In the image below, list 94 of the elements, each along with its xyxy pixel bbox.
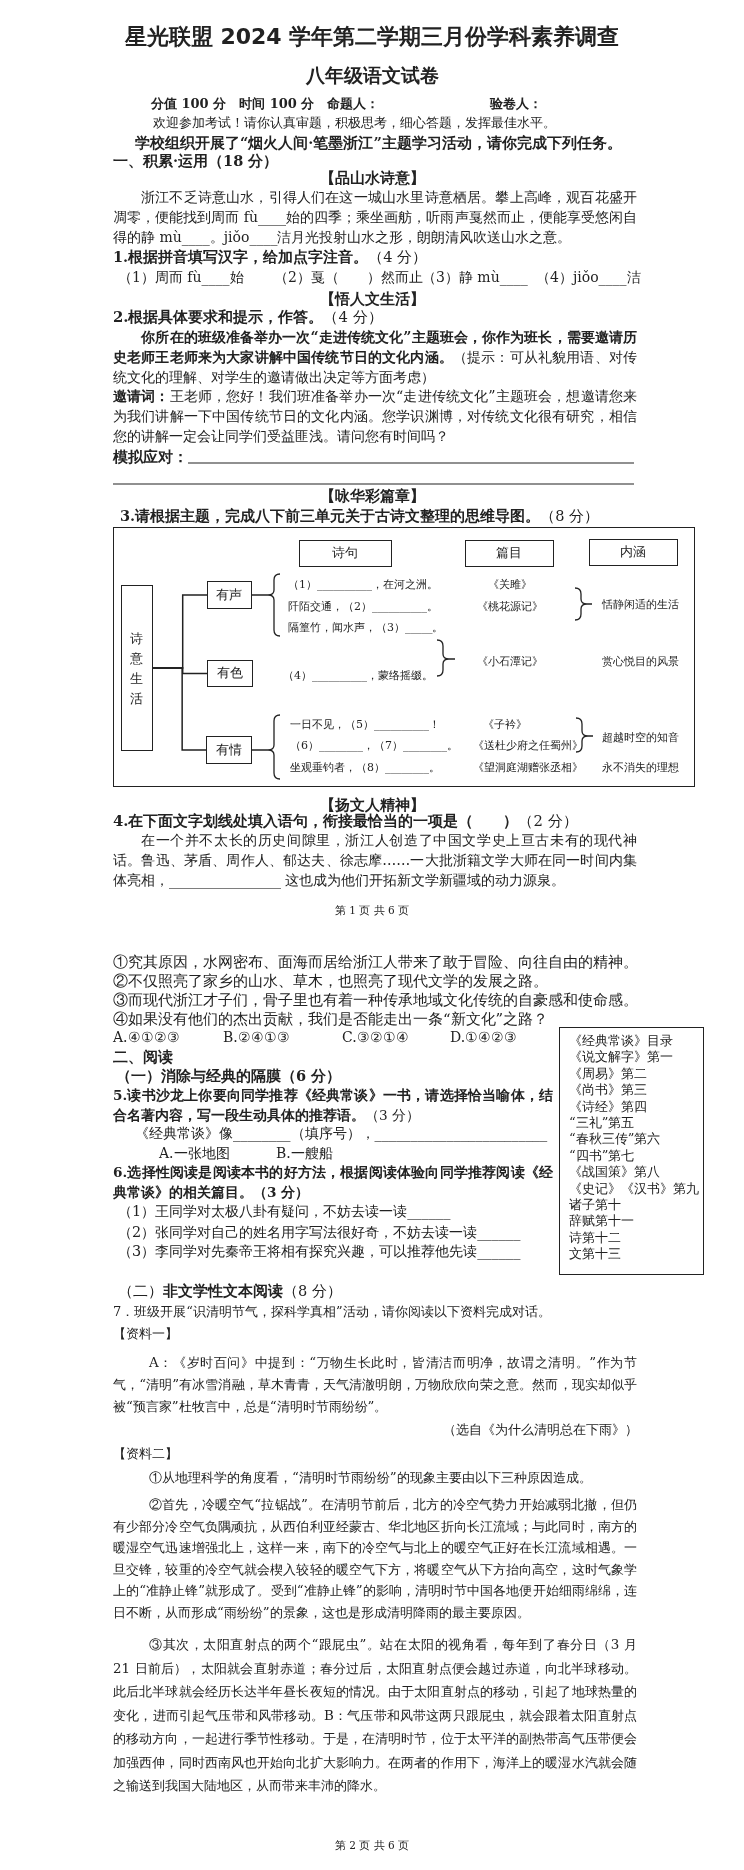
- question-text: （2）戛（ ）然而止: [274, 268, 423, 287]
- exam-info: 验卷人：: [490, 95, 542, 113]
- section-heading: 【悟人文生活】: [319, 288, 425, 308]
- mind-map-text: 《望洞庭湖赠张丞相》: [473, 759, 583, 775]
- paragraph: ②首先，冷暖空气“拉锯战”。在清明节前后，北方的冷空气势力开始减弱北撤，但仍有少部分冷空气负隅顽抗，从西伯利亚经蒙古、华北地区折向长江流域；与此同时，南方的暖湿空气迅速增强北上，这样一来，南下的冷空气与北上的暖空气正好在长江流域相遇。一旦交锋，较重的冷空气就会楔入较轻的暖空气下方，将暖空气从下方抬向高空，这时气象学上的“准静止锋”就形成了。受到“准静止锋”的影响，清明时节中国各地便开始细雨绵绵，连日不断，从而形成“雨纷纷”的景象，这也是形成清明降雨的最主要原因。: [113, 1496, 637, 1622]
- section-heading: 【扬文人精神】: [319, 794, 425, 814]
- section-heading: （一）消除与经典的隔膜（6 分）: [116, 1065, 342, 1085]
- question-text: 1.根据拼音填写汉字，给加点字注音。（4 分）: [113, 247, 427, 267]
- section-heading: 一、积累·运用（18 分）: [113, 151, 279, 170]
- contents-entry: 诗第十二: [569, 1229, 621, 1247]
- mind-map-text: 一日不见，（5）__________！: [290, 716, 440, 732]
- question-text: （3）李同学对先秦帝王将相有探究兴趣，可以推荐他先读______: [118, 1242, 521, 1261]
- contents-entry: 诸子第十: [569, 1197, 621, 1214]
- paragraph: 你所在的班级准备举办一次“走进传统文化”主题班会，你作为班长，需要邀请历史老师王老师来为大家讲解中国传统节日的文化内涵。（提示：可从礼貌用语、对传统文化的理解、对学生的邀请做出决定等方面考虑）: [113, 328, 637, 387]
- option-text: B.②④①③: [223, 1027, 290, 1047]
- contents-entry: 《经典常谈》目录: [569, 1033, 673, 1050]
- paragraph: 邀请词：王老师，您好！我们班准备举办一次“走进传统文化”主题班会，想邀请您来为我们讲解一下中国传统节日的文化内涵。您学识渊博，对传统文化很有研究，相信您的讲解一定会让同学们受益匪浅。请问您有时间吗？: [113, 387, 637, 446]
- source-note: （选自《为什么清明总在下雨》）: [443, 1421, 638, 1439]
- topic-box: 诗意生活: [120, 584, 153, 751]
- page-number: 第 1 页 共 6 页: [334, 903, 410, 917]
- option-text: A.④①②③: [113, 1027, 180, 1047]
- paragraph: ③其次，太阳直射点的两个“跟屁虫”。站在太阳的视角看，每年到了春分日（3 月 21 日前后），太阳就会直射赤道；春分过后，太阳直射点便会越过赤道，向北半球移动。此后北半球就会经历长达半年昼长夜短的情况。由于太阳直射点的移动，引起了地球热量的变化，进而引起气压带和风带移动。B：气压带和风带这两只跟屁虫，就会跟着太阳直射点的移动方向，一起进行季节性移动。于是，在清明时节，位于太平洋的副热带高气压带便会加强西伸，同时西南风也开始向北扩大影响力。在两者的作用下，海洋上的暖湿水汽就会随之输送到我国大陆地区，从而带来丰沛的降水。: [113, 1636, 637, 1796]
- mind-map-text: 赏心悦目的风景: [602, 653, 679, 669]
- column-heading: 篇目: [464, 539, 554, 567]
- contents-entry: 《说文解字》第一: [569, 1049, 673, 1066]
- sentence-option: ③而现代浙江才子们，骨子里也有着一种传承地域文化传统的自豪感和使命感。: [113, 989, 638, 1009]
- sentence-option: ①究其原因，水网密布、面海而居给浙江人带来了敢于冒险、向往自由的精神。: [113, 951, 638, 971]
- mind-map-text: 《送杜少府之任蜀州》: [473, 737, 583, 753]
- exam-info: 分值 100 分 时间 100 分 命题人：: [151, 95, 380, 113]
- column-heading: 诗句: [298, 539, 392, 567]
- instruction-text: 欢迎参加考试！请你认真审题，积极思考，细心答题，发挥最佳水平。: [153, 114, 556, 132]
- mind-map-text: 恬静闲适的生活: [602, 596, 679, 612]
- question-text: 7．班级开展“识清明节气，探科学真相”活动，请你阅读以下资料完成对话。: [113, 1303, 551, 1321]
- mind-map-text: 《小石潭记》: [477, 653, 543, 669]
- mind-map-frame: [113, 527, 695, 787]
- contents-entry: 《尚书》第三: [569, 1082, 647, 1099]
- question-text: 5.读书沙龙上你要向同学推荐《经典常谈》一书，请选择恰当喻体，结合名著内容，写一段生动具体的推荐语。（3 分）: [113, 1086, 553, 1125]
- topic-box: 有色: [206, 659, 253, 687]
- option-text: C.③②①④: [342, 1027, 409, 1047]
- answer-prompt: 模拟应对：: [113, 447, 188, 467]
- contents-entry: 《诗经》第四: [569, 1098, 647, 1116]
- mind-map-text: 坐观垂钓者，（8）________。: [290, 759, 440, 775]
- section-heading: 二、阅读: [113, 1046, 173, 1066]
- paragraph: A：《岁时百问》中提到：“万物生长此时，皆清洁而明净，故谓之清明。”作为节气，“清明”有冰雪消融，草木青青，天气清澈明朗，万物欣欣向荣之意。然而，现实却似乎被“预言家”杜牧言中，总是“清明时节雨纷纷”。: [113, 1354, 637, 1416]
- contents-entry: “三礼”第五: [569, 1115, 635, 1132]
- mind-map-text: （4）__________，蒙络摇缀。: [283, 667, 433, 683]
- mind-map-text: 《关雎》: [488, 576, 532, 592]
- contents-entry: 《史记》《汉书》第九: [569, 1180, 699, 1198]
- mind-map-text: 阡陌交通，（2）__________。: [288, 598, 438, 614]
- question-text: （3）静 mù____: [422, 268, 528, 287]
- exam-subtitle: 八年级语文试卷: [305, 63, 439, 87]
- option-text: B.一艘船: [276, 1143, 333, 1163]
- task-intro: 学校组织开展了“烟火人间·笔墨浙江”主题学习活动，请你完成下列任务。: [135, 132, 622, 152]
- contents-entry: 《战国策》第八: [569, 1164, 660, 1181]
- mind-map-text: 永不消失的理想: [602, 759, 679, 775]
- topic-box: 有情: [205, 735, 252, 764]
- sentence-option: ②不仅照亮了家乡的山水、草木，也照亮了现代文学的发展之路。: [113, 970, 548, 990]
- mind-map-text: （1）__________，在河之洲。: [288, 576, 438, 592]
- contents-entry: “四书”第七: [569, 1147, 635, 1165]
- section-heading: （二）非文学性文本阅读（8 分）: [118, 1280, 342, 1301]
- question-text: （1）王同学对太极八卦有疑问，不妨去读一读______: [118, 1202, 451, 1221]
- option-text: D.①④②③: [450, 1027, 518, 1047]
- mind-map-text: 《子衿》: [483, 716, 527, 732]
- question-text: （1）周而 fù____始: [118, 268, 244, 287]
- branch-line: [152, 667, 207, 751]
- contents-entry: “春秋三传”第六: [569, 1131, 661, 1148]
- sentence-option: ④如果没有他们的杰出贡献，我们是否能走出一条“新文化”之路？: [113, 1008, 549, 1028]
- mind-map-text: 超越时空的知音: [602, 729, 679, 745]
- question-text: 6.选择性阅读是阅读本书的好方法，根据阅读体验向同学推荐阅读《经典常谈》的相关篇目。（3 分）: [113, 1163, 553, 1202]
- question-text: 3.请根据主题，完成八下前三单元关于古诗文整理的思维导图。（8 分）: [120, 505, 599, 526]
- contents-entry: 《周易》第二: [569, 1065, 647, 1083]
- question-text: 4.在下面文字划线处填入语句，衔接最恰当的一项是（ ）（2 分）: [113, 812, 578, 831]
- question-text: 《经典常谈》像________（填序号），________________________: [135, 1123, 548, 1143]
- question-text: （4）jiǒo____洁: [536, 268, 641, 287]
- mind-map-text: 《桃花源记》: [477, 598, 543, 614]
- page-number: 第 2 页 共 6 页: [334, 1838, 410, 1852]
- contents-box: [559, 1027, 704, 1275]
- mind-map-text: （6）________，（7）________。: [290, 737, 458, 753]
- section-heading: 【咏华彩篇章】: [319, 485, 425, 505]
- section-heading: 【品山水诗意】: [319, 167, 425, 187]
- column-heading: 内涵: [588, 538, 678, 566]
- exam-title: 星光联盟 2024 学年第二学期三月份学科素养调查: [124, 23, 620, 51]
- mind-map-text: 隔篁竹，闻水声，（3）_____。: [288, 619, 444, 635]
- paragraph: 浙江不乏诗意山水，引得人们在这一城山水里诗意栖居。攀上高峰，观百花盛开凋零，便能找到周而 fù____始的四季；乘坐画舫，听雨声戛然而止，便能享受悠闲自得的静 mù____。jiǒo____洁月光投射山水之形，朗朗清风吹送山水之意。: [113, 188, 637, 247]
- option-text: A.一张地图: [159, 1143, 230, 1163]
- contents-entry: 文第十三: [569, 1246, 621, 1263]
- question-text: （2）张同学对自己的姓名用字写法很好奇，不妨去读一读______: [118, 1223, 521, 1242]
- paragraph: ①从地理科学的角度看，“清明时节雨纷纷”的现象主要由以下三种原因造成。: [149, 1469, 592, 1487]
- material-heading: 【资料二】: [113, 1445, 178, 1463]
- paragraph: 在一个并不太长的历史间隙里，浙江人创造了中国文学史上亘古未有的现代神话。鲁迅、茅盾、周作人、郁达夫、徐志摩……一大批浙籍文学大师在同一时间内集体亮相，________________ 这也成为他们开拓新文学新疆域的动力源泉。: [113, 831, 637, 890]
- topic-box: 有声: [206, 580, 252, 609]
- question-text: 2.根据具体要求和提示，作答。（4 分）: [113, 307, 383, 327]
- material-heading: 【资料一】: [113, 1325, 178, 1343]
- contents-entry: 辞赋第十一: [569, 1213, 634, 1230]
